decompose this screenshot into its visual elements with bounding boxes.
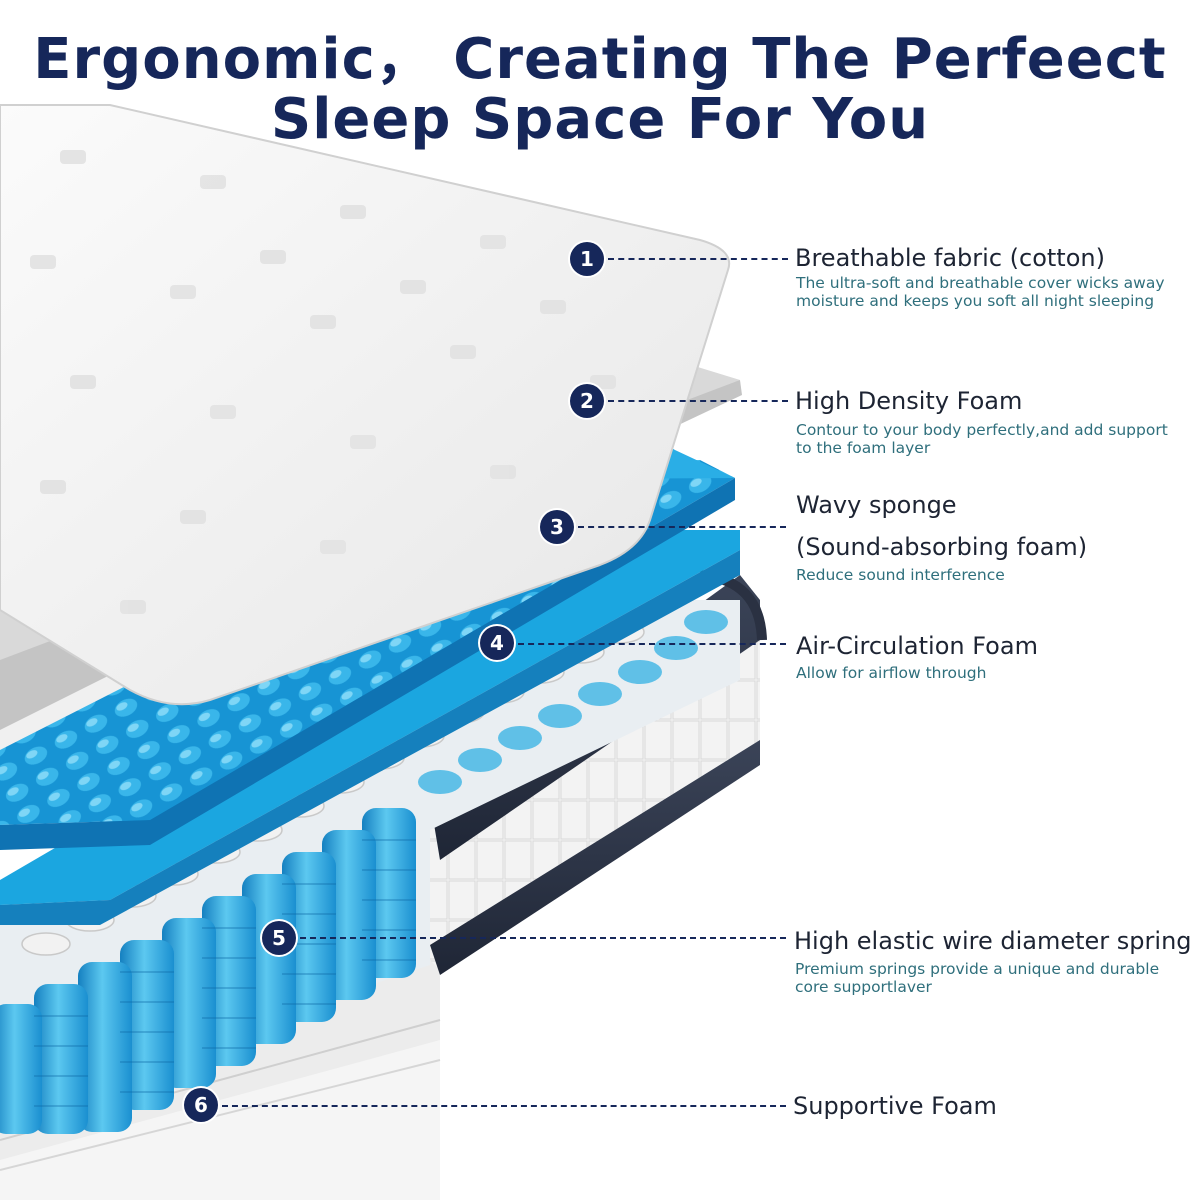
layer-3-title-line2: (Sound-absorbing foam) <box>796 533 1088 561</box>
layer-1-desc-line1: The ultra-soft and breathable cover wick… <box>796 274 1165 292</box>
layer-2-desc-line2: to the foam layer <box>796 439 931 457</box>
leader-line-3 <box>578 526 786 528</box>
layer-number-badge-3: 3 <box>540 510 574 544</box>
page-title-line1: Ergonomic， Creating The Perfeect <box>33 27 1167 92</box>
leader-line-6 <box>222 1105 786 1107</box>
layer-2-desc-line1: Contour to your body perfectly,and add s… <box>796 421 1168 439</box>
page-title-line2: Sleep Space For You <box>270 87 930 152</box>
layer-6-title: Supportive Foam <box>793 1092 997 1120</box>
leader-line-4 <box>518 643 786 645</box>
layer-number-badge-6: 6 <box>184 1088 218 1122</box>
leader-line-5 <box>300 937 786 939</box>
layer-number-badge-1: 1 <box>570 242 604 276</box>
layer-number-badge-5: 5 <box>262 921 296 955</box>
leader-line-2 <box>608 400 788 402</box>
breathable-fabric-layer <box>0 104 731 706</box>
layer-5-desc-line1: Premium springs provide a unique and dur… <box>795 960 1160 978</box>
layer-4-title: Air-Circulation Foam <box>796 632 1038 660</box>
layer-3-title: Wavy sponge <box>796 491 957 519</box>
layer-3-desc-line1: Reduce sound interference <box>796 566 1005 584</box>
layer-number-badge-4: 4 <box>480 626 514 660</box>
layer-5-desc-line2: core supportlaver <box>795 978 932 996</box>
layer-number-badge-2: 2 <box>570 384 604 418</box>
leader-line-1 <box>608 258 788 260</box>
layer-1-desc-line2: moisture and keeps you soft all night sl… <box>796 292 1155 310</box>
layer-2-title: High Density Foam <box>795 387 1023 415</box>
layer-4-desc-line1: Allow for airflow through <box>796 664 987 682</box>
layer-5-title: High elastic wire diameter spring <box>794 927 1192 955</box>
layer-1-title: Breathable fabric (cotton) <box>795 244 1105 272</box>
